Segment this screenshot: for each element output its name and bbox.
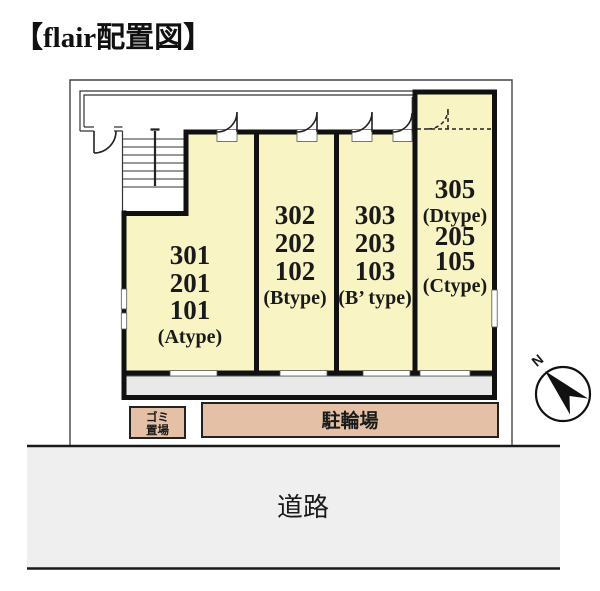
road-label: 道路 [277,492,329,522]
road-area [27,447,560,568]
unit-a-type: (Atype) [158,326,222,348]
unit-cd-room1: 305 [435,174,476,204]
bicycle-parking-label: 駐輪場 [321,409,378,432]
unit-305-dashed-partition [417,108,492,130]
unit-a-room3: 101 [170,295,211,325]
unit-bprime-room3: 103 [355,256,396,286]
compass-north-label: N [528,351,546,370]
window-south-302 [279,370,328,377]
window-west-lower [120,312,128,330]
unit-bprime-room2: 203 [355,228,396,258]
window-south-303 [362,370,411,377]
unit-b-room2: 202 [275,228,316,258]
windows [120,288,498,377]
garbage-label-line2: 置場 [146,423,169,437]
bicycle-parking-box [201,402,499,438]
unit-bprime-type: (B’ type) [338,287,412,309]
window-south-c [419,370,471,377]
unit-b-type: (Btype) [263,287,326,309]
unit-cd-room2: 205 [435,221,476,251]
garbage-label-line1: ゴミ [146,410,169,424]
garbage-area-box [129,406,186,439]
rooms-fill [122,91,496,375]
unit-b-room1: 302 [275,200,316,230]
site-boundary [69,79,513,445]
unit-bprime-room1: 303 [355,200,396,230]
unit-a-room1: 301 [170,240,211,270]
door-301 [216,111,238,133]
corridor-outline [79,90,413,132]
window-east [491,289,498,328]
title-suffix: 配置図】 [96,22,213,54]
doors [93,97,414,154]
unit-cd-type2: (Ctype) [423,275,487,297]
window-south-301 [169,370,218,377]
door-c [392,97,414,133]
unit-a-room2: 201 [170,268,211,298]
unit-cd-room3: 105 [435,246,476,276]
road-edge-lines [27,444,560,570]
door-302 [296,111,318,133]
title-bracket-open: 【 [14,22,44,54]
stair-handrail [150,128,160,186]
balcony-strip [124,375,494,397]
window-west-upper [120,288,128,310]
door-303 [351,111,373,133]
unit-b-room3: 102 [275,256,316,286]
entrance-door [93,130,117,154]
compass-needle [545,371,588,415]
compass-icon: N [528,351,592,423]
unit-cd-type1: (Dtype) [423,205,487,227]
unit-labels: 301 201 101 (Atype) 302 202 102 (Btype) … [158,174,487,348]
door-thresholds [216,129,413,142]
title-property-name: flair [43,22,97,54]
page-title: 【flair配置図】 [14,14,212,56]
